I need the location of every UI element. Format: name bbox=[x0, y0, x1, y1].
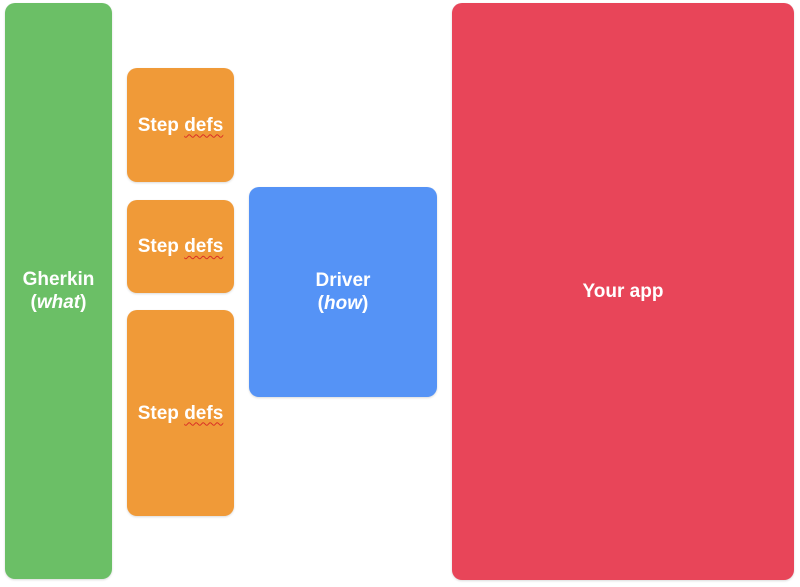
step-defs-label-2: Step defs bbox=[138, 235, 224, 258]
gherkin-open-paren: ( bbox=[30, 292, 37, 313]
gherkin-subtitle: (what) bbox=[23, 291, 95, 314]
step-defs-label-3: Step defs bbox=[138, 402, 224, 425]
step-defs-block-3: Step defs bbox=[127, 310, 234, 516]
driver-close-paren: ) bbox=[361, 293, 369, 314]
your-app-label: Your app bbox=[582, 281, 664, 302]
driver-emphasis: how bbox=[323, 293, 362, 314]
gherkin-label: Gherkin (what) bbox=[23, 268, 95, 314]
driver-title: Driver bbox=[315, 270, 371, 291]
step-defs-word1-2: Step bbox=[137, 236, 179, 257]
gherkin-block: Gherkin (what) bbox=[5, 3, 112, 579]
step-defs-word1-3: Step bbox=[137, 402, 179, 424]
step-defs-word1-1: Step bbox=[137, 114, 179, 136]
step-defs-block-1: Step defs bbox=[127, 68, 234, 182]
gherkin-title: Gherkin bbox=[22, 269, 95, 290]
driver-block: Driver (how) bbox=[249, 187, 437, 397]
driver-label: Driver (how) bbox=[316, 269, 371, 315]
step-defs-label-1: Step defs bbox=[138, 114, 224, 137]
step-defs-word2-1: defs bbox=[184, 114, 224, 136]
gherkin-close-paren: ) bbox=[80, 292, 87, 313]
step-defs-word2-2: defs bbox=[184, 236, 224, 257]
step-defs-word2-3: defs bbox=[184, 402, 224, 424]
driver-open-paren: ( bbox=[317, 293, 324, 314]
step-defs-block-2: Step defs bbox=[127, 200, 234, 293]
your-app-block: Your app bbox=[452, 3, 794, 580]
driver-subtitle: (how) bbox=[316, 292, 371, 315]
gherkin-emphasis: what bbox=[36, 292, 81, 313]
